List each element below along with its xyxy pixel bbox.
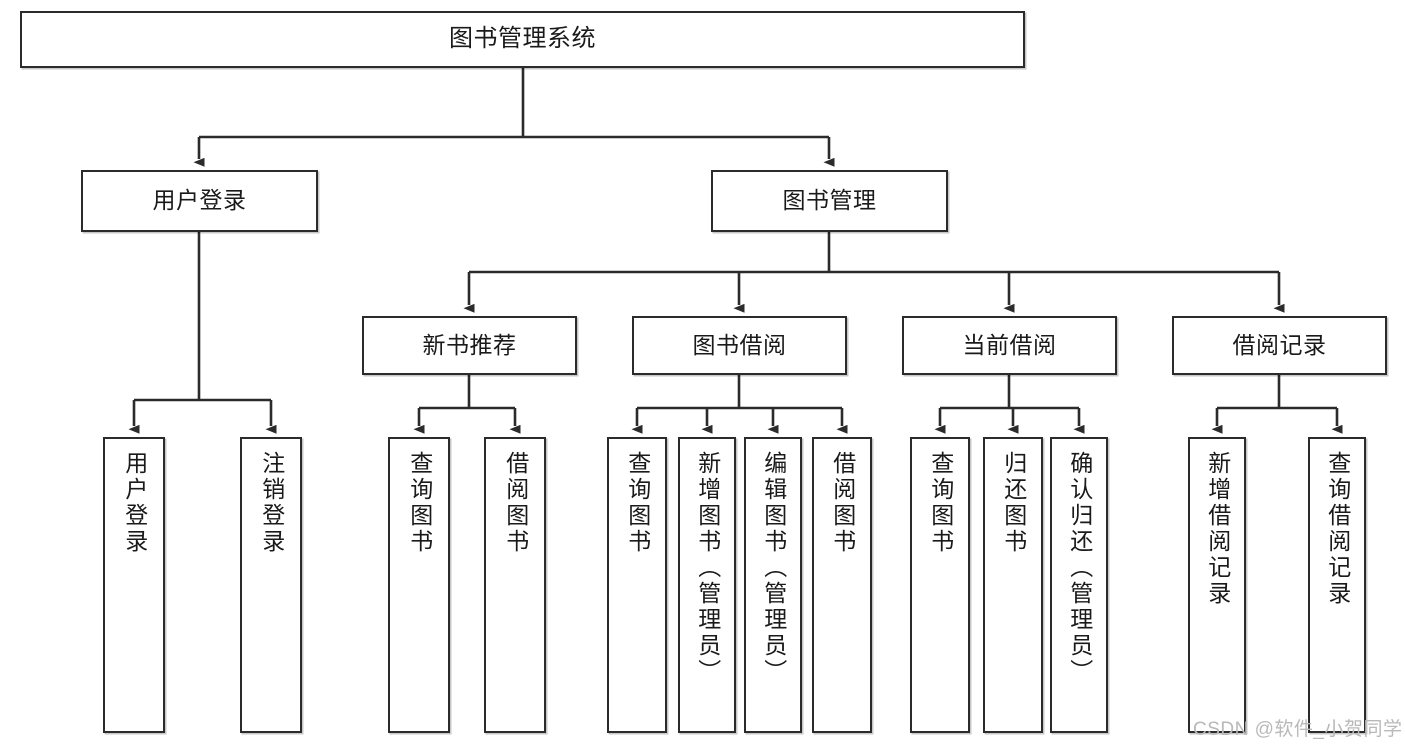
node-leaf-cur-return-label: 归还图书 <box>1000 451 1027 555</box>
node-leaf-user-logout[interactable]: 注销登录 <box>240 437 302 733</box>
node-borrow-record[interactable]: 借阅记录 <box>1172 316 1387 375</box>
node-borrow-record-label: 借阅记录 <box>1232 331 1327 358</box>
node-leaf-borrow-edit[interactable]: 编辑图书（管理员） <box>744 437 802 733</box>
node-user-login-label: 用户登录 <box>152 187 247 214</box>
node-leaf-rec-query[interactable]: 查询图书 <box>388 437 450 733</box>
node-user-login[interactable]: 用户登录 <box>81 170 318 232</box>
node-book-borrow[interactable]: 图书借阅 <box>632 316 847 375</box>
node-leaf-rec-add-label: 新增借阅记录 <box>1204 451 1231 607</box>
node-leaf-cur-confirm-label: 确认归还（管理员） <box>1066 451 1093 685</box>
node-root-label: 图书管理系统 <box>449 25 596 53</box>
node-leaf-borrow-query-label: 查询图书 <box>624 451 651 555</box>
node-current-borrow[interactable]: 当前借阅 <box>902 316 1117 375</box>
node-book-borrow-label: 图书借阅 <box>692 331 787 358</box>
node-leaf-rec-search[interactable]: 查询借阅记录 <box>1308 437 1366 733</box>
node-leaf-borrow-do-label: 借阅图书 <box>829 451 856 555</box>
node-leaf-rec-borrow[interactable]: 借阅图书 <box>484 437 546 733</box>
node-leaf-borrow-add-label: 新增图书（管理员） <box>694 451 721 685</box>
node-leaf-rec-query-label: 查询图书 <box>406 451 433 555</box>
node-book-manage[interactable]: 图书管理 <box>711 170 948 232</box>
node-current-borrow-label: 当前借阅 <box>962 331 1057 358</box>
node-leaf-user-logout-label: 注销登录 <box>258 451 285 555</box>
node-leaf-borrow-do[interactable]: 借阅图书 <box>812 437 872 733</box>
node-leaf-cur-query-label: 查询图书 <box>927 451 954 555</box>
node-new-book-rec-label: 新书推荐 <box>422 331 517 358</box>
node-leaf-borrow-edit-label: 编辑图书（管理员） <box>760 451 787 685</box>
node-leaf-user-login[interactable]: 用户登录 <box>103 437 165 733</box>
node-leaf-user-login-label: 用户登录 <box>121 451 148 555</box>
node-leaf-cur-query[interactable]: 查询图书 <box>910 437 970 733</box>
node-leaf-rec-search-label: 查询借阅记录 <box>1324 451 1351 607</box>
node-leaf-cur-return[interactable]: 归还图书 <box>983 437 1043 733</box>
csdn-watermark: CSDN @软件_小贺同学 <box>1193 719 1403 740</box>
node-root[interactable]: 图书管理系统 <box>20 11 1025 68</box>
node-leaf-cur-confirm[interactable]: 确认归还（管理员） <box>1050 437 1108 733</box>
node-leaf-borrow-query[interactable]: 查询图书 <box>607 437 667 733</box>
node-book-manage-label: 图书管理 <box>782 187 877 214</box>
node-leaf-borrow-add[interactable]: 新增图书（管理员） <box>678 437 736 733</box>
node-new-book-rec[interactable]: 新书推荐 <box>362 316 577 375</box>
node-leaf-rec-add[interactable]: 新增借阅记录 <box>1188 437 1246 733</box>
node-leaf-rec-borrow-label: 借阅图书 <box>502 451 529 555</box>
